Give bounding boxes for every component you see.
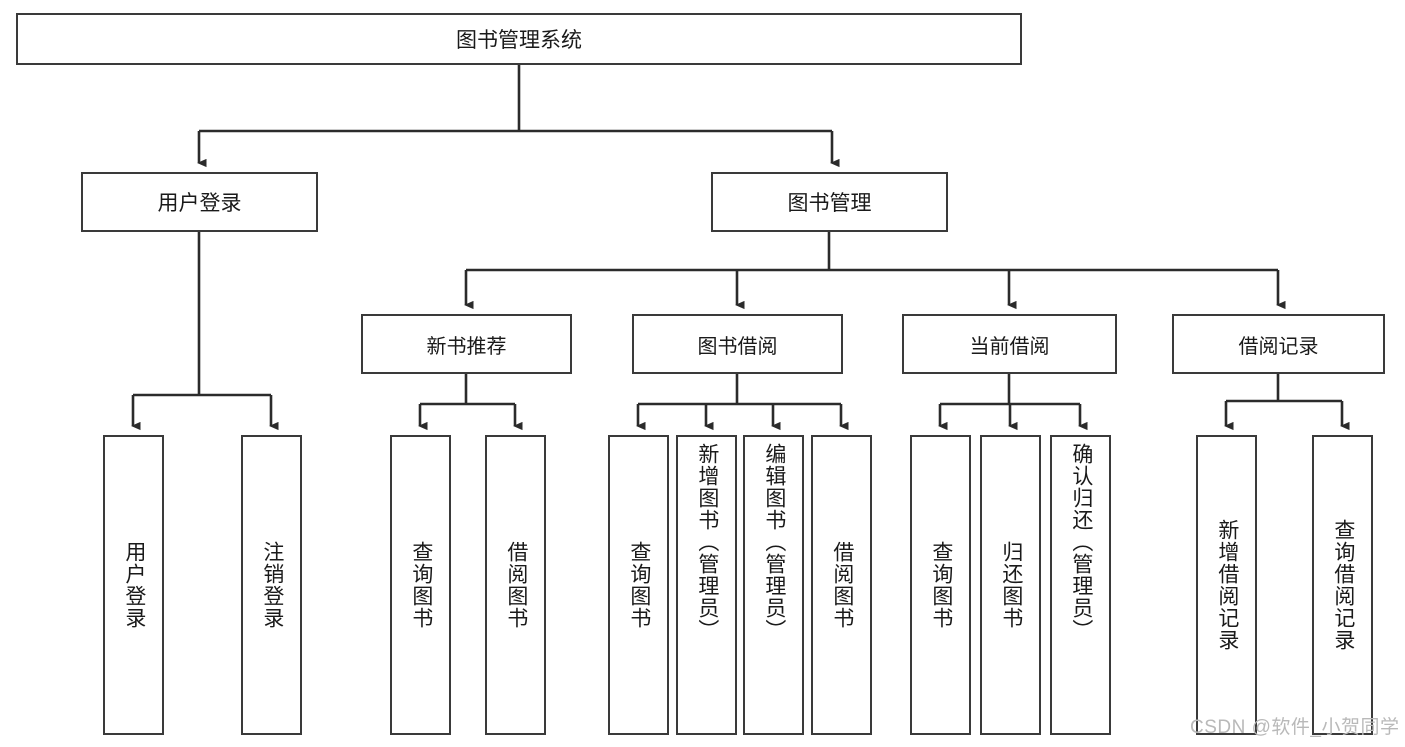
leaf-text-wrap: 查询图书 [392, 437, 449, 733]
leaf-text-wrap: 借阅图书 [813, 437, 870, 733]
node-book-management-label: 图书管理 [787, 192, 872, 215]
leaf-confirm-return-admin-label: 确认归还（管理员） [1069, 443, 1093, 641]
leaf-query-borrow-record[interactable]: 查询借阅记录 [1312, 435, 1373, 735]
leaf-query-book-recommend[interactable]: 查询图书 [390, 435, 451, 735]
leaf-query-book-borrow[interactable]: 查询图书 [608, 435, 669, 735]
leaf-return-book-label: 归还图书 [999, 541, 1023, 629]
node-book-borrow-label: 图书借阅 [697, 335, 778, 358]
leaf-text-wrap: 确认归还（管理员） [1052, 437, 1109, 739]
leaf-logout[interactable]: 注销登录 [241, 435, 302, 735]
leaf-edit-book-admin-label: 编辑图书（管理员） [762, 443, 786, 641]
node-borrow-record[interactable]: 借阅记录 [1172, 314, 1385, 374]
leaf-text-wrap: 用户登录 [105, 437, 162, 733]
leaf-borrow-book-label: 借阅图书 [830, 541, 854, 629]
leaf-text-wrap: 查询图书 [610, 437, 667, 733]
leaf-add-book-admin-label: 新增图书（管理员） [695, 443, 719, 641]
node-root[interactable]: 图书管理系统 [16, 13, 1022, 65]
leaf-return-book[interactable]: 归还图书 [980, 435, 1041, 735]
leaf-borrow-book[interactable]: 借阅图书 [811, 435, 872, 735]
node-borrow-record-label: 借阅记录 [1238, 335, 1319, 358]
node-user-login-label: 用户登录 [157, 192, 242, 215]
leaf-edit-book-admin[interactable]: 编辑图书（管理员） [743, 435, 804, 735]
leaf-user-login[interactable]: 用户登录 [103, 435, 164, 735]
leaf-logout-label: 注销登录 [260, 541, 284, 629]
node-new-book-recommend[interactable]: 新书推荐 [361, 314, 572, 374]
leaf-query-book-current-label: 查询图书 [929, 541, 953, 629]
leaf-text-wrap: 查询借阅记录 [1314, 437, 1371, 733]
leaf-text-wrap: 新增图书（管理员） [678, 437, 735, 739]
leaf-borrow-book-recommend-label: 借阅图书 [504, 541, 528, 629]
leaf-add-borrow-record[interactable]: 新增借阅记录 [1196, 435, 1257, 735]
leaf-text-wrap: 编辑图书（管理员） [745, 437, 802, 739]
leaf-query-book-recommend-label: 查询图书 [409, 541, 433, 629]
leaf-text-wrap: 查询图书 [912, 437, 969, 733]
leaf-text-wrap: 注销登录 [243, 437, 300, 733]
leaf-query-book-borrow-label: 查询图书 [627, 541, 651, 629]
node-current-borrow-label: 当前借阅 [969, 335, 1050, 358]
node-current-borrow[interactable]: 当前借阅 [902, 314, 1117, 374]
node-user-login[interactable]: 用户登录 [81, 172, 318, 232]
node-new-book-recommend-label: 新书推荐 [426, 335, 507, 358]
node-book-management[interactable]: 图书管理 [711, 172, 948, 232]
node-root-label: 图书管理系统 [456, 29, 582, 52]
leaf-add-book-admin[interactable]: 新增图书（管理员） [676, 435, 737, 735]
leaf-query-borrow-record-label: 查询借阅记录 [1331, 519, 1355, 651]
leaf-query-book-current[interactable]: 查询图书 [910, 435, 971, 735]
leaf-text-wrap: 新增借阅记录 [1198, 437, 1255, 733]
node-book-borrow[interactable]: 图书借阅 [632, 314, 843, 374]
leaf-add-borrow-record-label: 新增借阅记录 [1215, 519, 1239, 651]
leaf-user-login-label: 用户登录 [122, 541, 146, 629]
leaf-text-wrap: 借阅图书 [487, 437, 544, 733]
csdn-watermark: CSDN @软件_小贺同学 [1190, 717, 1400, 738]
leaf-text-wrap: 归还图书 [982, 437, 1039, 733]
leaf-confirm-return-admin[interactable]: 确认归还（管理员） [1050, 435, 1111, 735]
leaf-borrow-book-recommend[interactable]: 借阅图书 [485, 435, 546, 735]
